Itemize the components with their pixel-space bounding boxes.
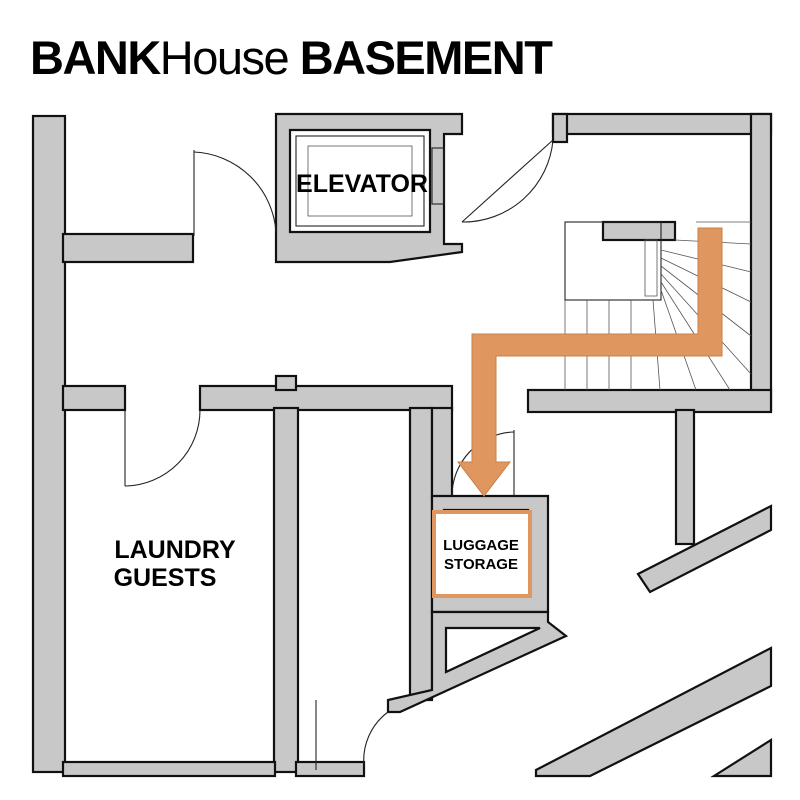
wall-luggage-left-top (430, 406, 454, 500)
wall-upper-stub (61, 232, 195, 264)
wall-elevator-shaft (274, 112, 464, 264)
staircase (564, 221, 752, 391)
wall-bottom-mid (294, 760, 366, 778)
door-swing-laundry (124, 409, 201, 487)
wall-bottom-left (61, 760, 277, 778)
wall-stair-top (551, 112, 773, 136)
luggage-label-line1: LUGGAGE (443, 537, 519, 554)
wall-left-outer (31, 114, 67, 774)
wall-stair-landing (601, 220, 677, 242)
door-swing-upper-left (193, 151, 277, 233)
route-arrow-path (456, 227, 723, 497)
doors (124, 139, 554, 770)
laundry-label-line2: GUESTS (114, 564, 217, 592)
stair-rail (644, 239, 658, 297)
wall-stair-bottom (526, 388, 773, 414)
wall-corridor-right (408, 406, 434, 702)
elevator-car (295, 135, 445, 227)
route-arrow (456, 227, 723, 497)
title-bank: BANK (30, 31, 161, 84)
wall-diagonal-upper (636, 504, 773, 594)
wall-diagonal-corner (710, 738, 773, 778)
luggage-storage-room (432, 510, 532, 598)
wall-stair-right (749, 112, 773, 412)
wall-luggage-lower (386, 610, 569, 714)
elevator-door (431, 147, 445, 205)
wall-diagonal-lower (534, 646, 773, 778)
wall-middle-right (198, 384, 454, 412)
stair-landing (564, 221, 662, 301)
door-swing-upper-right (461, 139, 554, 223)
laundry-label-line1: LAUNDRY (114, 536, 236, 564)
door-leaf-upper-right (461, 139, 554, 223)
page-title: BANKHouse BASEMENT (30, 28, 553, 88)
wall-laundry-right (272, 406, 300, 774)
luggage-label-line2: STORAGE (444, 556, 518, 573)
elevator-car-outline (295, 135, 425, 227)
door-swing-bottom (363, 711, 389, 767)
walls (31, 112, 773, 778)
wall-pillar (674, 408, 696, 546)
wall-stair-top-stub (551, 112, 569, 144)
elevator-car-inner (307, 145, 413, 217)
title-house: House (159, 31, 290, 84)
title-basement: BASEMENT (299, 31, 553, 84)
wall-middle-left (61, 384, 127, 412)
elevator-label: ELEVATOR (296, 170, 428, 198)
wall-cap (274, 374, 298, 392)
door-swing-luggage (451, 431, 515, 497)
